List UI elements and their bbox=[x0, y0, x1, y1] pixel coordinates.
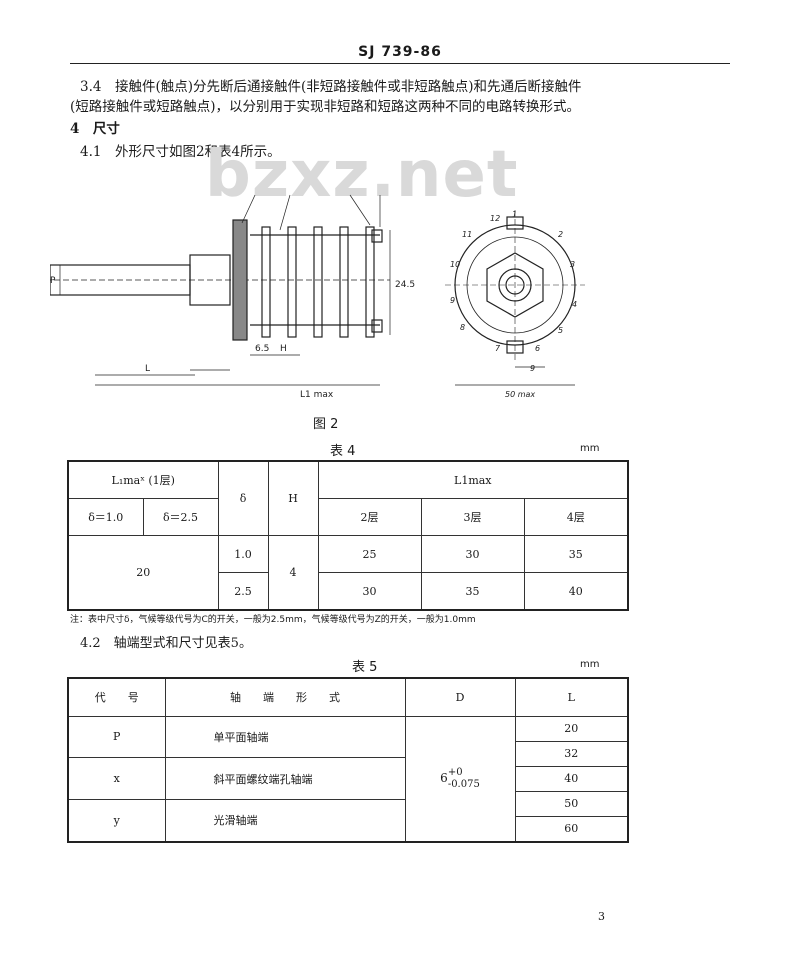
t5-D-upper: +0 bbox=[447, 766, 463, 778]
hex-nut bbox=[486, 252, 544, 318]
table-4-unit: mm bbox=[580, 443, 600, 454]
dim-L: L bbox=[145, 364, 150, 374]
t5-D-lower: -0.075 bbox=[447, 778, 480, 790]
t5-L-value: 50 bbox=[515, 792, 627, 817]
table-4: L₁maˣ (1层) δ H L1max δ＝1.0 δ＝2.5 2层 3层 4… bbox=[67, 460, 630, 611]
svg-text:7: 7 bbox=[495, 344, 501, 353]
t5-L-value: 40 bbox=[515, 767, 627, 792]
t5-code: x bbox=[67, 757, 166, 801]
t4-cell: 35 bbox=[523, 535, 629, 573]
dim-6-5: 6.5 bbox=[255, 344, 269, 354]
table-5-unit: mm bbox=[580, 659, 600, 670]
t5-L-value: 60 bbox=[564, 821, 579, 835]
t4-h-delta1: δ＝1.0 bbox=[67, 498, 144, 536]
t4-cell: 35 bbox=[420, 572, 525, 611]
svg-text:9: 9 bbox=[450, 296, 455, 305]
wafer-5 bbox=[365, 226, 375, 338]
table-row: y 光滑轴端 bbox=[67, 799, 628, 842]
t5-L-value: 32 bbox=[515, 742, 627, 767]
svg-text:12: 12 bbox=[490, 214, 500, 223]
para-4-2: 4.2 轴端型式和尺寸见表5。 bbox=[80, 636, 252, 651]
svg-text:2: 2 bbox=[558, 230, 563, 239]
svg-text:3: 3 bbox=[570, 260, 575, 269]
svg-text:4: 4 bbox=[572, 300, 577, 309]
watermark: bzxz.net bbox=[205, 138, 519, 212]
document-code: SJ 739-86 bbox=[358, 44, 442, 60]
t4-cell: 25 bbox=[317, 535, 422, 573]
t5-h-form: 轴 端 形 式 bbox=[164, 677, 406, 717]
para-4-1: 4.1 外形尺寸如图2和表4所示。 bbox=[80, 144, 281, 160]
table-4-caption: 表 4 bbox=[330, 444, 356, 459]
t5-L-column: 20 32 40 50 60 bbox=[514, 715, 629, 842]
dim-24-5: 24.5 bbox=[395, 280, 415, 290]
t5-L-value: 20 bbox=[515, 717, 627, 742]
svg-text:10: 10 bbox=[450, 260, 460, 269]
dim-P: P bbox=[50, 276, 56, 286]
svg-text:50 max: 50 max bbox=[505, 390, 535, 399]
t4-h-2: 2层 bbox=[317, 498, 422, 536]
t5-D: 6+0-0.075 bbox=[404, 715, 516, 842]
t4-cell: 40 bbox=[523, 572, 629, 611]
para-3-4-line2: (短路接触件或短路触点)，以分别用于实现非短路和短路这两种不同的电路转换形式。 bbox=[70, 99, 581, 115]
wafer-1 bbox=[261, 226, 271, 338]
t5-h-D: D bbox=[404, 677, 516, 717]
t4-h-delta: δ bbox=[217, 460, 269, 536]
figure-2-caption: 图 2 bbox=[313, 417, 339, 432]
t4-cell: 30 bbox=[420, 535, 525, 573]
wafer-2 bbox=[287, 226, 297, 338]
table-row: 2.5 30 35 40 bbox=[68, 572, 629, 611]
t4-delta: 2.5 bbox=[217, 572, 269, 611]
t5-code: y bbox=[67, 799, 166, 842]
t5-D-base: 6 bbox=[440, 770, 448, 785]
t5-h-L: L bbox=[514, 677, 629, 717]
table-row: x 斜平面螺纹端孔轴端 bbox=[67, 757, 628, 801]
t4-cell: 30 bbox=[317, 572, 422, 611]
section-4-title: 4 尺寸 bbox=[70, 121, 120, 137]
svg-text:1: 1 bbox=[512, 210, 517, 219]
t4-val-lmax: 20 bbox=[67, 535, 219, 611]
page-number: 3 bbox=[598, 910, 605, 923]
table-4-note: 注：表中尺寸δ，气候等级代号为C的开关，一般为2.5mm，气候等级代号为Z的开关… bbox=[70, 615, 476, 625]
wafer-3 bbox=[313, 226, 323, 338]
table-row: P 单平面轴端 6+0-0.075 20 32 40 50 60 bbox=[67, 715, 629, 842]
table-5-caption: 表 5 bbox=[352, 660, 378, 675]
header-rule bbox=[70, 63, 730, 64]
figure-2-drawing: 24.5 6.5 H L L1 max P 1 12 2 3 4 5 6 7 8… bbox=[50, 194, 585, 400]
para-3-4-line1: 3.4 接触件(触点)分先断后通接触件(非短路接触件或非短路触点)和先通后断接触… bbox=[80, 79, 582, 95]
svg-text:6: 6 bbox=[535, 344, 540, 353]
svg-text:9: 9 bbox=[530, 364, 535, 373]
t4-h-lmax: L₁maˣ (1层) bbox=[67, 460, 219, 499]
table-row: 20 1.0 4 25 30 35 bbox=[67, 535, 629, 611]
t4-h-3: 3层 bbox=[420, 498, 525, 536]
t4-h-L1max: L1max bbox=[317, 460, 629, 499]
t4-delta: 1.0 bbox=[217, 535, 269, 573]
svg-text:8: 8 bbox=[460, 323, 465, 332]
t5-code: P bbox=[67, 715, 166, 759]
table-5: 代 号 轴 端 形 式 D L P 单平面轴端 6+0-0.075 20 32 … bbox=[67, 677, 629, 843]
t5-form: 单平面轴端 bbox=[164, 715, 406, 759]
t4-h-H: H bbox=[267, 460, 319, 536]
mounting-plate bbox=[232, 219, 248, 341]
t4-h-delta2: δ＝2.5 bbox=[142, 498, 219, 536]
t5-form: 光滑轴端 bbox=[164, 799, 406, 842]
svg-text:5: 5 bbox=[558, 326, 563, 335]
t4-h-4: 4层 bbox=[523, 498, 629, 536]
svg-text:11: 11 bbox=[462, 230, 472, 239]
t4-val-H: 4 bbox=[267, 535, 319, 611]
t5-h-code: 代 号 bbox=[67, 677, 166, 717]
dim-L1max: L1 max bbox=[300, 390, 334, 400]
t5-form: 斜平面螺纹端孔轴端 bbox=[164, 757, 406, 801]
dim-H: H bbox=[280, 344, 287, 354]
wafer-4 bbox=[339, 226, 349, 338]
